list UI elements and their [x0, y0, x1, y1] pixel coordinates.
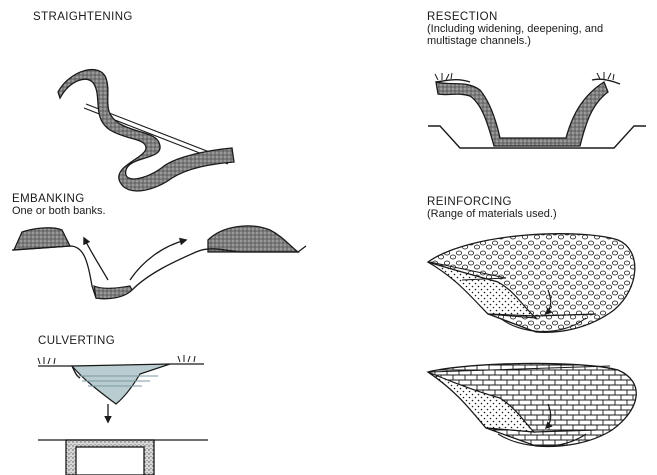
culverting-drawing	[38, 355, 208, 475]
straightening-drawing	[58, 70, 234, 191]
embanking-drawing	[12, 226, 306, 299]
reinforcing-cobble-drawing	[428, 234, 635, 333]
reinforcing-brick-drawing	[428, 363, 636, 446]
resection-drawing	[428, 72, 646, 148]
